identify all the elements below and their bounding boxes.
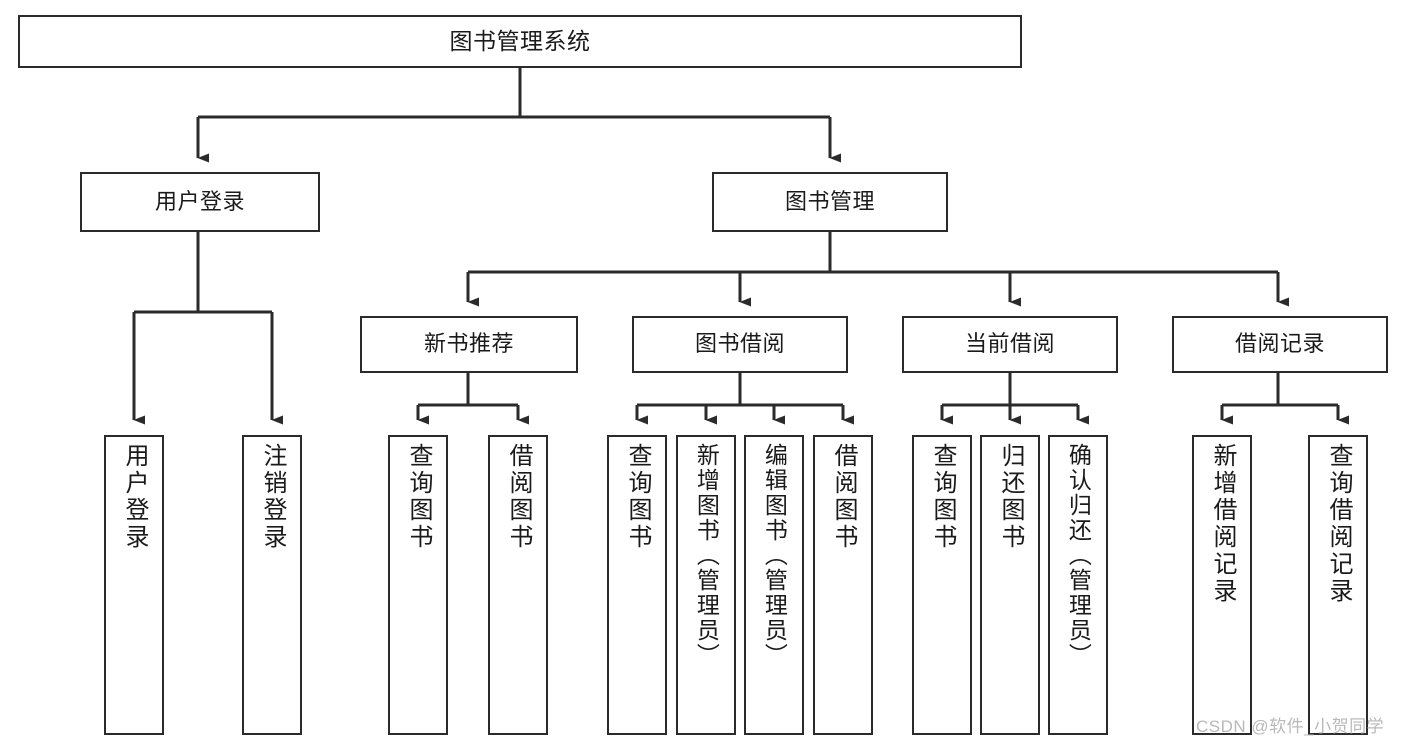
node-leaf-borrow-book-1[interactable]: 借阅图书 [488,435,548,735]
node-user-login-label: 用户登录 [154,188,245,214]
node-root-label: 图书管理系统 [449,27,591,54]
node-book-borrow-label: 图书借阅 [694,331,785,357]
node-user-login[interactable]: 用户登录 [80,172,320,232]
node-new-book-recommend[interactable]: 新书推荐 [360,316,578,373]
node-leaf-confirm-return-label: 确认归还（管理员） [1065,443,1092,668]
node-leaf-edit-book-label: 编辑图书（管理员） [761,443,788,668]
watermark: CSDN @软件_小贺同学 [1196,717,1385,736]
node-leaf-edit-book[interactable]: 编辑图书（管理员） [744,435,804,735]
node-borrow-record-label: 借阅记录 [1234,331,1325,357]
node-leaf-query-book-2-label: 查询图书 [623,443,651,551]
node-book-borrow[interactable]: 图书借阅 [632,316,848,373]
node-borrow-record[interactable]: 借阅记录 [1172,316,1388,373]
node-new-book-recommend-label: 新书推荐 [423,331,514,357]
node-book-manage[interactable]: 图书管理 [712,172,948,232]
node-leaf-borrow-book-1-label: 借阅图书 [504,443,532,551]
node-leaf-logout-label: 注销登录 [258,443,286,551]
node-leaf-add-book-label: 新增图书（管理员） [693,443,720,668]
node-root[interactable]: 图书管理系统 [18,15,1022,68]
node-leaf-user-login[interactable]: 用户登录 [104,435,164,735]
node-book-manage-label: 图书管理 [784,188,875,214]
node-leaf-query-record[interactable]: 查询借阅记录 [1308,435,1368,735]
node-leaf-query-record-label: 查询借阅记录 [1324,443,1352,605]
node-leaf-borrow-book-2-label: 借阅图书 [829,443,857,551]
node-leaf-query-book-1-label: 查询图书 [404,443,432,551]
node-leaf-add-record-label: 新增借阅记录 [1208,443,1236,605]
node-leaf-query-book-3-label: 查询图书 [928,443,956,551]
node-leaf-confirm-return[interactable]: 确认归还（管理员） [1048,435,1108,735]
node-leaf-query-book-2[interactable]: 查询图书 [607,435,667,735]
node-leaf-query-book-1[interactable]: 查询图书 [388,435,448,735]
node-leaf-add-record[interactable]: 新增借阅记录 [1192,435,1252,735]
node-current-borrow-label: 当前借阅 [964,331,1055,357]
node-leaf-borrow-book-2[interactable]: 借阅图书 [813,435,873,735]
node-current-borrow[interactable]: 当前借阅 [902,316,1118,373]
node-leaf-return-book[interactable]: 归还图书 [980,435,1040,735]
node-leaf-add-book[interactable]: 新增图书（管理员） [676,435,736,735]
node-leaf-user-login-label: 用户登录 [120,443,148,551]
node-leaf-query-book-3[interactable]: 查询图书 [912,435,972,735]
node-leaf-logout[interactable]: 注销登录 [242,435,302,735]
node-leaf-return-book-label: 归还图书 [996,443,1024,551]
